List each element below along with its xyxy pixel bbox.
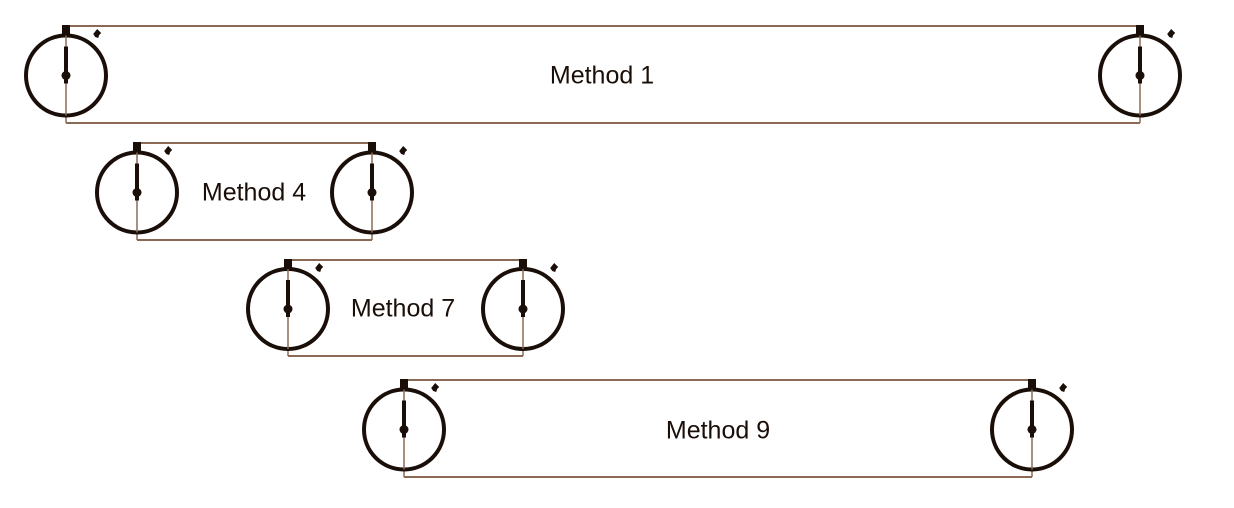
stopwatch-start-icon (24, 25, 108, 123)
stopwatch-button-icon (399, 146, 408, 155)
stopwatch-button-icon (315, 263, 324, 272)
stopwatch-start-icon (362, 379, 446, 477)
stopwatch-button-icon (93, 29, 102, 38)
method-label-7: Method 7 (350, 294, 456, 323)
method-label-4: Method 4 (201, 178, 307, 207)
method-label-9: Method 9 (665, 416, 771, 445)
method-span (66, 25, 1140, 124)
stopwatch-end-icon (1098, 25, 1182, 123)
stopwatch-button-icon (1167, 29, 1176, 38)
stopwatch-end-icon (990, 379, 1074, 477)
stopwatch-button-icon (431, 383, 440, 392)
stopwatch-end-icon (481, 259, 565, 356)
stopwatch-button-icon (550, 263, 559, 272)
stopwatch-button-icon (1059, 383, 1068, 392)
method-label-1: Method 1 (549, 61, 655, 90)
stopwatch-end-icon (330, 142, 414, 240)
stopwatch-button-icon (164, 146, 173, 155)
method-span (404, 379, 1032, 478)
method-span (137, 142, 372, 241)
method-span (288, 259, 523, 357)
stopwatch-start-icon (246, 259, 330, 356)
stopwatch-start-icon (95, 142, 179, 240)
